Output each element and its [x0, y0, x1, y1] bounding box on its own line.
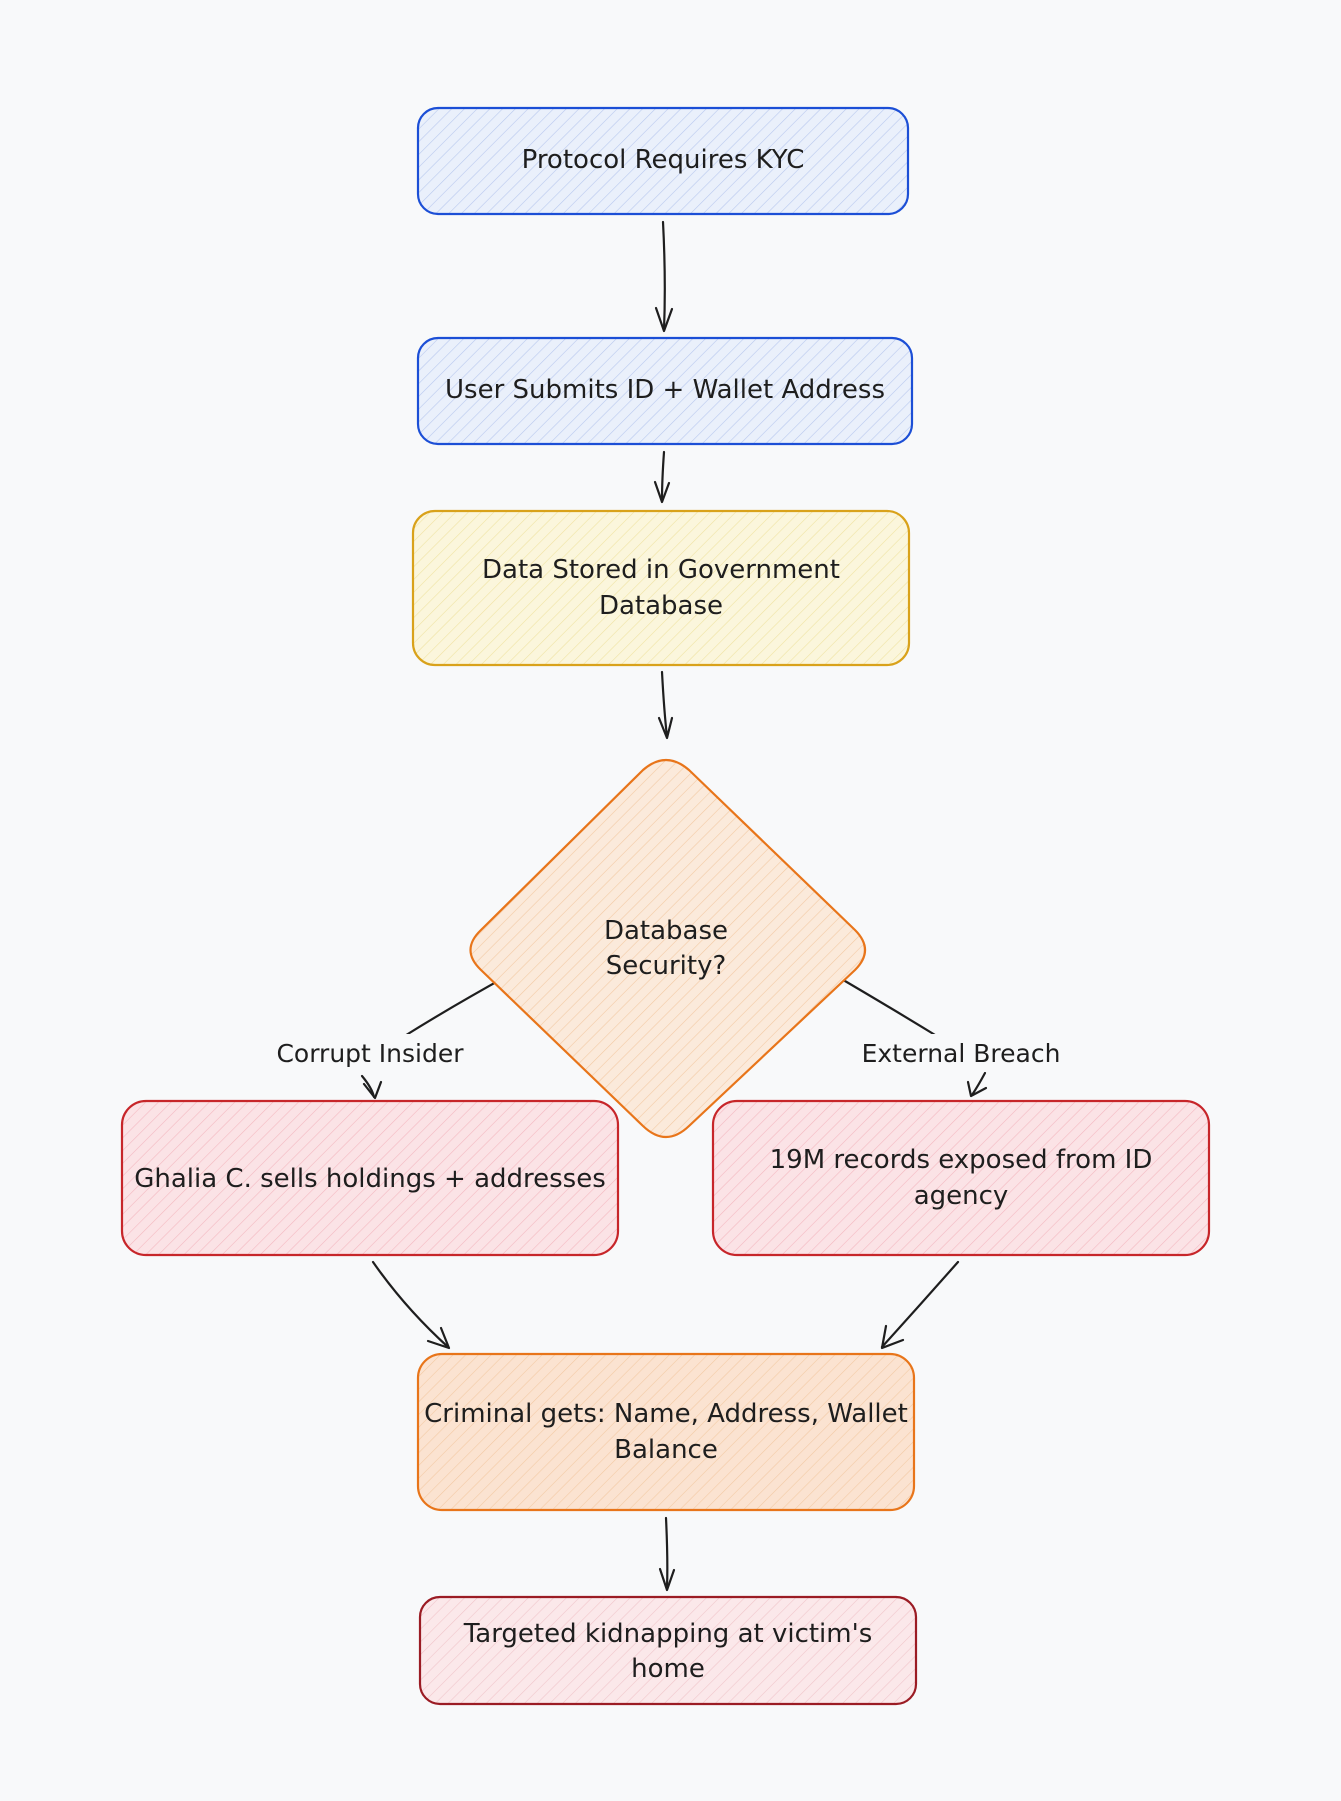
node-kidnap: Targeted kidnapping at victim's home — [418, 1595, 918, 1706]
node-security-label-line2: Security? — [606, 951, 727, 981]
edge-labels: Corrupt Insider External Breach — [262, 1034, 1073, 1072]
node-criminal-label-line2: Balance — [614, 1435, 718, 1465]
node-records-label-line1: 19M records exposed from ID — [770, 1145, 1153, 1175]
node-criminal-label-line1: Criminal gets: Name, Address, Wallet — [424, 1399, 908, 1429]
node-security-label-line1: Database — [604, 916, 728, 946]
node-stored-label-line2: Database — [599, 591, 723, 621]
node-kyc-label: Protocol Requires KYC — [522, 145, 805, 175]
node-kidnap-label-line2: home — [631, 1654, 705, 1684]
node-submit: User Submits ID + Wallet Address — [416, 336, 914, 446]
edge-records-to-criminal — [880, 1260, 960, 1350]
node-submit-label: User Submits ID + Wallet Address — [445, 375, 885, 405]
edge-kyc-to-submit — [654, 220, 674, 333]
edge-stored-to-security — [657, 670, 674, 740]
edge-label-corrupt-insider: Corrupt Insider — [276, 1039, 464, 1068]
node-records: 19M records exposed from ID agency — [711, 1099, 1211, 1257]
edge-criminal-to-kidnap — [658, 1516, 676, 1592]
node-kidnap-label-line1: Targeted kidnapping at victim's — [463, 1619, 873, 1649]
node-kyc: Protocol Requires KYC — [416, 106, 910, 216]
edge-label-external-breach: External Breach — [862, 1039, 1061, 1068]
node-insider-sells: Ghalia C. sells holdings + addresses — [120, 1099, 620, 1257]
node-insider-sells-label: Ghalia C. sells holdings + addresses — [134, 1164, 606, 1194]
edge-submit-to-stored — [653, 450, 671, 504]
node-stored-label-line1: Data Stored in Government — [482, 555, 840, 585]
node-stored: Data Stored in Government Database — [411, 509, 911, 667]
node-records-label-line2: agency — [914, 1181, 1009, 1211]
edge-insider-to-criminal — [371, 1260, 451, 1350]
node-security: Database Security? — [469, 758, 867, 1139]
node-criminal: Criminal gets: Name, Address, Wallet Bal… — [416, 1352, 916, 1512]
